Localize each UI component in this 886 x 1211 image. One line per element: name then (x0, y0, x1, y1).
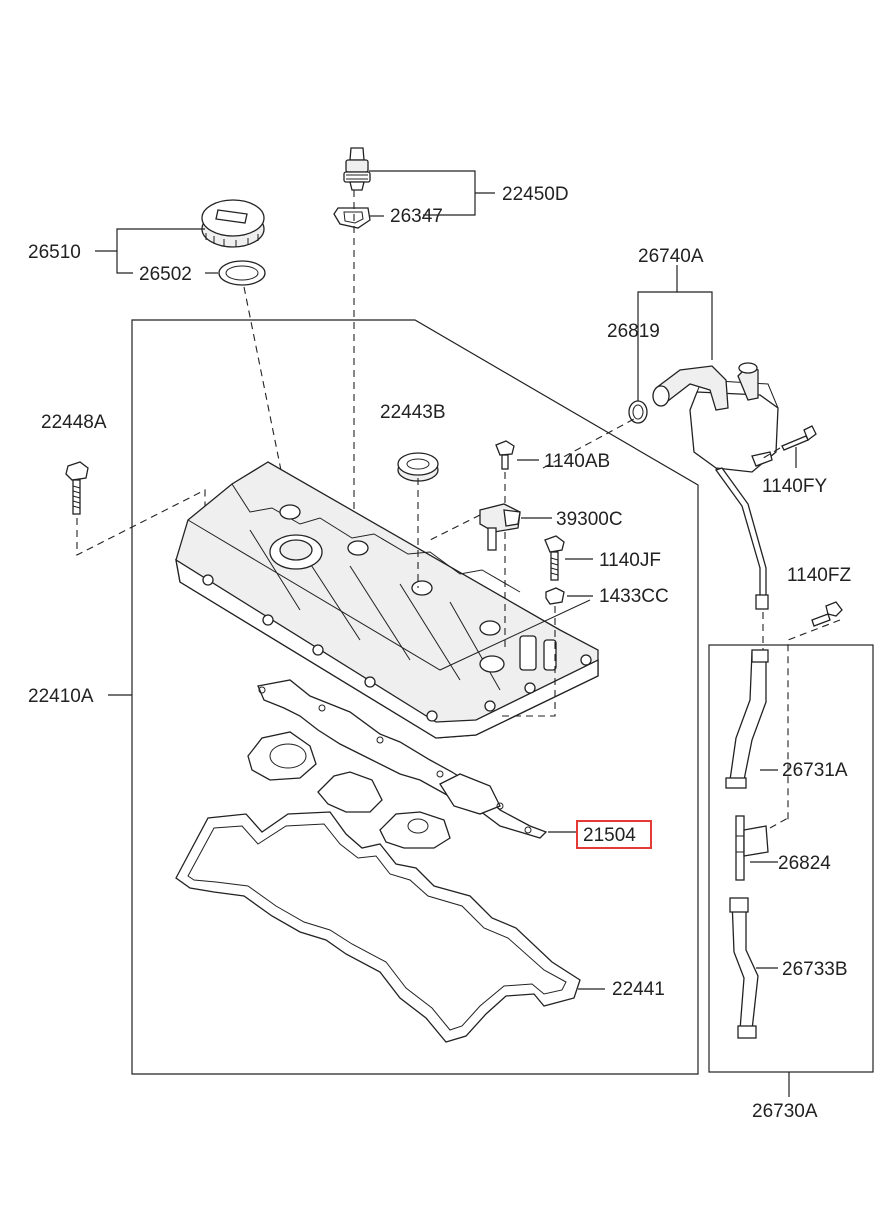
seal-22443B (397, 452, 439, 482)
oring-26819 (628, 400, 648, 424)
bolt-1140AB (495, 440, 515, 470)
label-26347: 26347 (390, 206, 443, 227)
label-1140FZ: 1140FZ (787, 565, 851, 586)
highlight-box-21504 (576, 820, 652, 849)
gasket-21504 (247, 679, 548, 849)
label-26824: 26824 (778, 853, 831, 874)
pipe-26824 (735, 815, 769, 881)
label-21504: 21504 (583, 825, 636, 846)
bolt-1140FY (781, 425, 817, 451)
label-22450D: 22450D (502, 184, 569, 205)
label-1140FY: 1140FY (762, 476, 827, 497)
gasket-26502 (218, 260, 266, 286)
seal-26347 (333, 207, 371, 229)
label-26730A: 26730A (752, 1101, 818, 1122)
label-1140JF: 1140JF (599, 550, 661, 571)
gasket-22441 (175, 811, 581, 1043)
washer-1433CC (545, 587, 565, 605)
label-22448A: 22448A (41, 412, 107, 433)
label-26510: 26510 (28, 242, 81, 263)
label-26733B: 26733B (782, 959, 848, 980)
bolt-22448A (65, 461, 89, 515)
label-26731A: 26731A (782, 760, 848, 781)
pcv-hose-frame (708, 644, 874, 1073)
label-26819: 26819 (607, 321, 660, 342)
pcv-separator-26740A (652, 362, 779, 477)
label-22410A: 22410A (28, 686, 94, 707)
oil-cap-26510 (201, 199, 265, 248)
label-1140AB: 1140AB (544, 451, 610, 472)
label-22443B: 22443B (380, 402, 446, 423)
bolt-1140JF (544, 535, 565, 581)
label-39300C: 39300C (556, 509, 623, 530)
label-22441: 22441 (612, 979, 665, 1000)
sensor-22450D (343, 147, 371, 191)
bolt-1140FZ (811, 601, 843, 627)
label-26740A: 26740A (638, 246, 704, 267)
hose-26731A (725, 649, 769, 789)
sensor-39300C (479, 503, 521, 551)
hose-26733B (729, 897, 759, 1039)
valve-cover-22410A (175, 461, 599, 739)
main-assembly-frame (131, 319, 699, 1075)
label-26502: 26502 (139, 264, 192, 285)
label-1433CC: 1433CC (599, 586, 669, 607)
